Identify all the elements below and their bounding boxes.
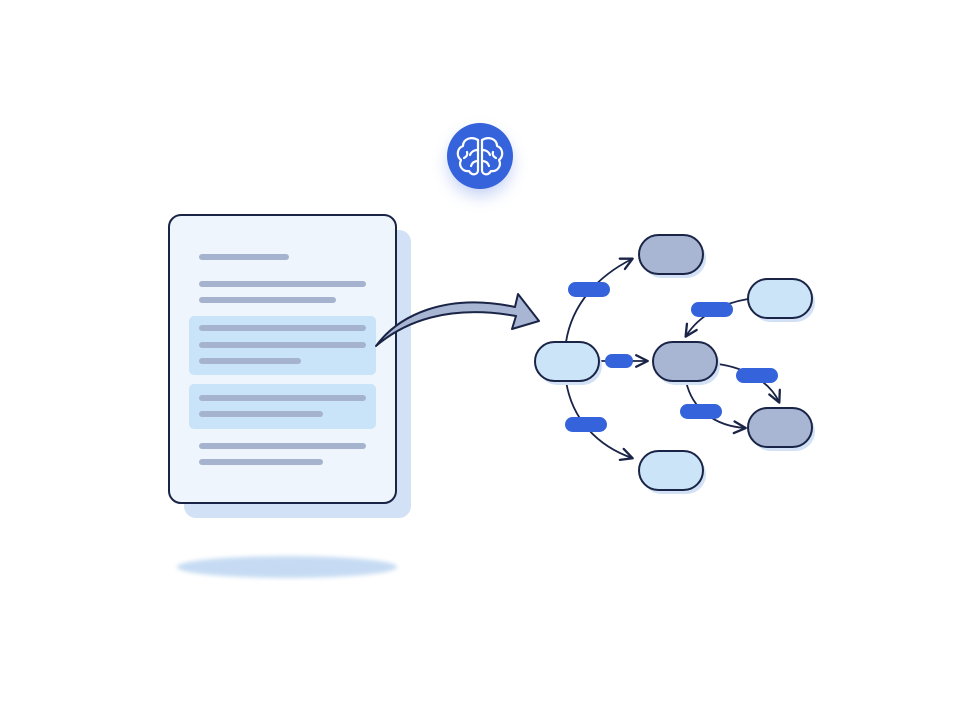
brain-icon (447, 123, 513, 194)
highlight-block (189, 384, 376, 429)
graph-nodes (534, 234, 815, 494)
graph-node-lower-right (747, 407, 815, 451)
relation-label-pill (565, 417, 607, 432)
graph-node-top (638, 234, 706, 278)
document-icon (168, 214, 411, 578)
relation-label-pill (736, 368, 778, 383)
document-shadow-ellipse (177, 556, 397, 578)
relation-label-pill (568, 282, 610, 297)
curved-arrow-icon (375, 293, 540, 347)
document-text-lines (199, 254, 366, 465)
relation-label-pill (680, 404, 722, 419)
relation-label-pill (691, 302, 733, 317)
relation-labels (565, 282, 778, 432)
graph-node-upper-right (747, 278, 815, 322)
graph-node-bottom (638, 450, 706, 494)
graph-edge (565, 257, 634, 343)
graph-node-hub (534, 341, 602, 385)
relation-label-pill (605, 354, 633, 368)
graph-node-center (652, 341, 720, 385)
